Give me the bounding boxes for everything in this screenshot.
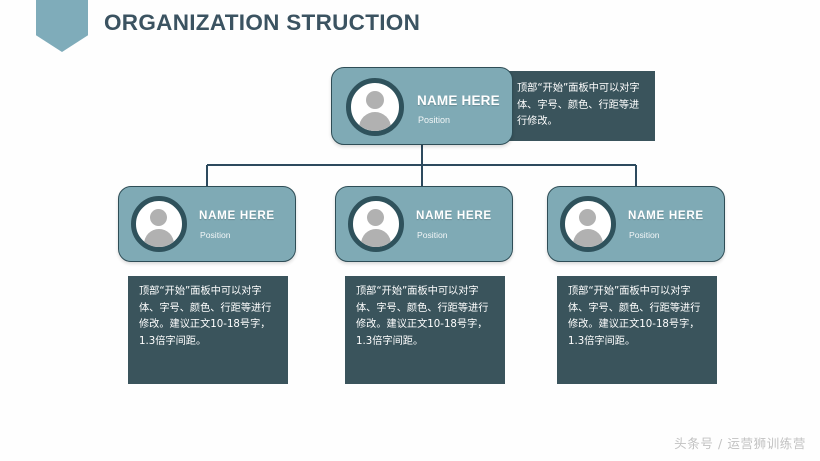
org-node-child-2-name: NAME HERE [416,209,492,222]
footer-watermark: 头条号 / 运营狮训练营 [674,436,806,451]
person-avatar-icon [560,196,616,252]
top-node-description-text: 顶部“开始”面板中可以对字体、字号、颜色、行距等进行修改。 [517,83,640,128]
org-node-top-position: Position [418,115,451,125]
org-node-description-panel: 顶部“开始”面板中可以对字体、字号、颜色、行距等进行修改。建议正文10-18号字… [345,276,505,384]
ribbon-banner-icon [36,0,88,52]
org-node-child-3-name: NAME HERE [628,209,704,222]
org-node-child-3[interactable]: NAME HERE Position [547,186,725,262]
person-avatar-icon [348,196,404,252]
org-node-child-2[interactable]: NAME HERE Position [335,186,513,262]
org-node-description-text: 顶部“开始”面板中可以对字体、字号、颜色、行距等进行修改。建议正文10-18号字… [568,286,701,347]
avatar-body-shape [144,229,174,247]
org-node-child-1-name: NAME HERE [199,209,275,222]
org-node-top-name: NAME HERE [417,93,500,108]
org-node-child-1-position: Position [200,230,231,240]
person-avatar-icon [346,78,404,136]
avatar-body-shape [359,112,391,131]
avatar-body-shape [573,229,603,247]
org-node-description-panel: 顶部“开始”面板中可以对字体、字号、颜色、行距等进行修改。建议正文10-18号字… [128,276,288,384]
person-avatar-icon [131,196,187,252]
org-node-description-panel: 顶部“开始”面板中可以对字体、字号、颜色、行距等进行修改。建议正文10-18号字… [557,276,717,384]
avatar-head-shape [150,209,167,226]
org-node-child-1[interactable]: NAME HERE Position [118,186,296,262]
org-node-description-text: 顶部“开始”面板中可以对字体、字号、颜色、行距等进行修改。建议正文10-18号字… [139,286,272,347]
org-node-top[interactable]: NAME HERE Position [331,67,513,145]
avatar-body-shape [361,229,391,247]
org-node-description-text: 顶部“开始”面板中可以对字体、字号、颜色、行距等进行修改。建议正文10-18号字… [356,286,489,347]
org-node-child-2-position: Position [417,230,448,240]
top-node-description-panel: 顶部“开始”面板中可以对字体、字号、颜色、行距等进行修改。 [505,71,655,141]
page-title: ORGANIZATION STRUCTION [104,10,421,35]
avatar-head-shape [367,209,384,226]
org-node-child-3-position: Position [629,230,660,240]
avatar-head-shape [366,91,384,109]
avatar-head-shape [579,209,596,226]
